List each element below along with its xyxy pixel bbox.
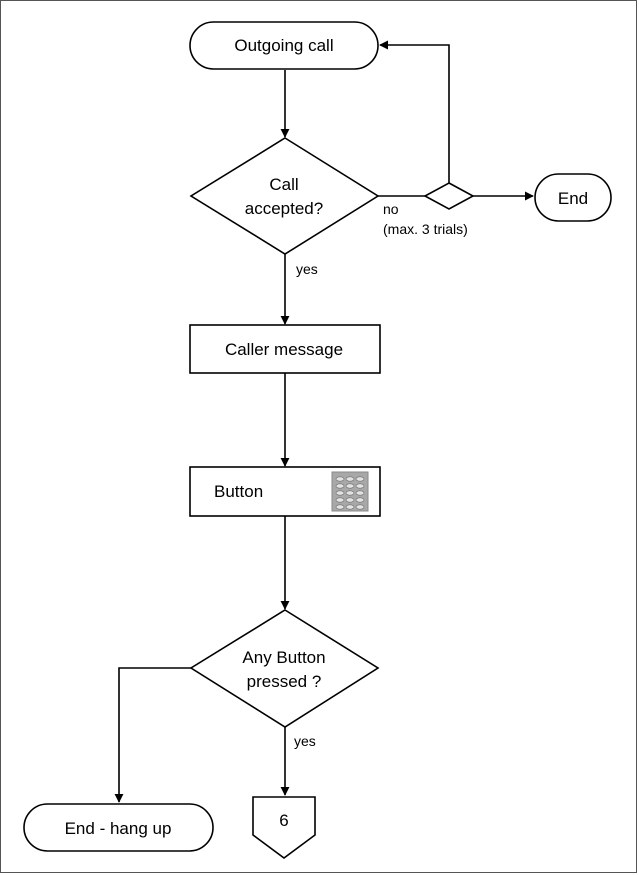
edge-retry-back-to-outgoing bbox=[379, 40, 450, 183]
any-button-pressed-label-line2: pressed ? bbox=[247, 672, 322, 691]
any-button-pressed-label-line1: Any Button bbox=[242, 648, 325, 667]
edge-pressed-to-hangup bbox=[114, 667, 191, 803]
node-outgoing-call bbox=[189, 21, 379, 70]
node-call-accepted bbox=[189, 137, 380, 255]
edge-label-no: no bbox=[383, 201, 399, 217]
caller-message-label: Caller message bbox=[225, 340, 343, 359]
button-label: Button bbox=[214, 482, 263, 501]
node-caller-message bbox=[189, 324, 381, 374]
node-end bbox=[534, 173, 612, 222]
call-accepted-label-line1: Call bbox=[269, 175, 298, 194]
end-hang-up-label: End - hang up bbox=[65, 819, 172, 838]
node-any-button-pressed bbox=[189, 609, 380, 728]
node-retry-decision bbox=[423, 182, 475, 210]
outgoing-call-label: Outgoing call bbox=[234, 36, 333, 55]
end-label: End bbox=[558, 189, 588, 208]
edge-label-yes-pressed: yes bbox=[294, 733, 316, 749]
call-accepted-label-line2: accepted? bbox=[245, 199, 323, 218]
edge-label-max-trials: (max. 3 trials) bbox=[383, 221, 468, 237]
edge-label-yes-accepted: yes bbox=[296, 261, 318, 277]
node-connector-6 bbox=[252, 796, 316, 859]
connector-6-label: 6 bbox=[279, 811, 288, 830]
node-end-hang-up bbox=[23, 803, 214, 852]
edges bbox=[114, 40, 534, 803]
nodes bbox=[23, 21, 612, 859]
keypad-icon bbox=[331, 471, 369, 512]
